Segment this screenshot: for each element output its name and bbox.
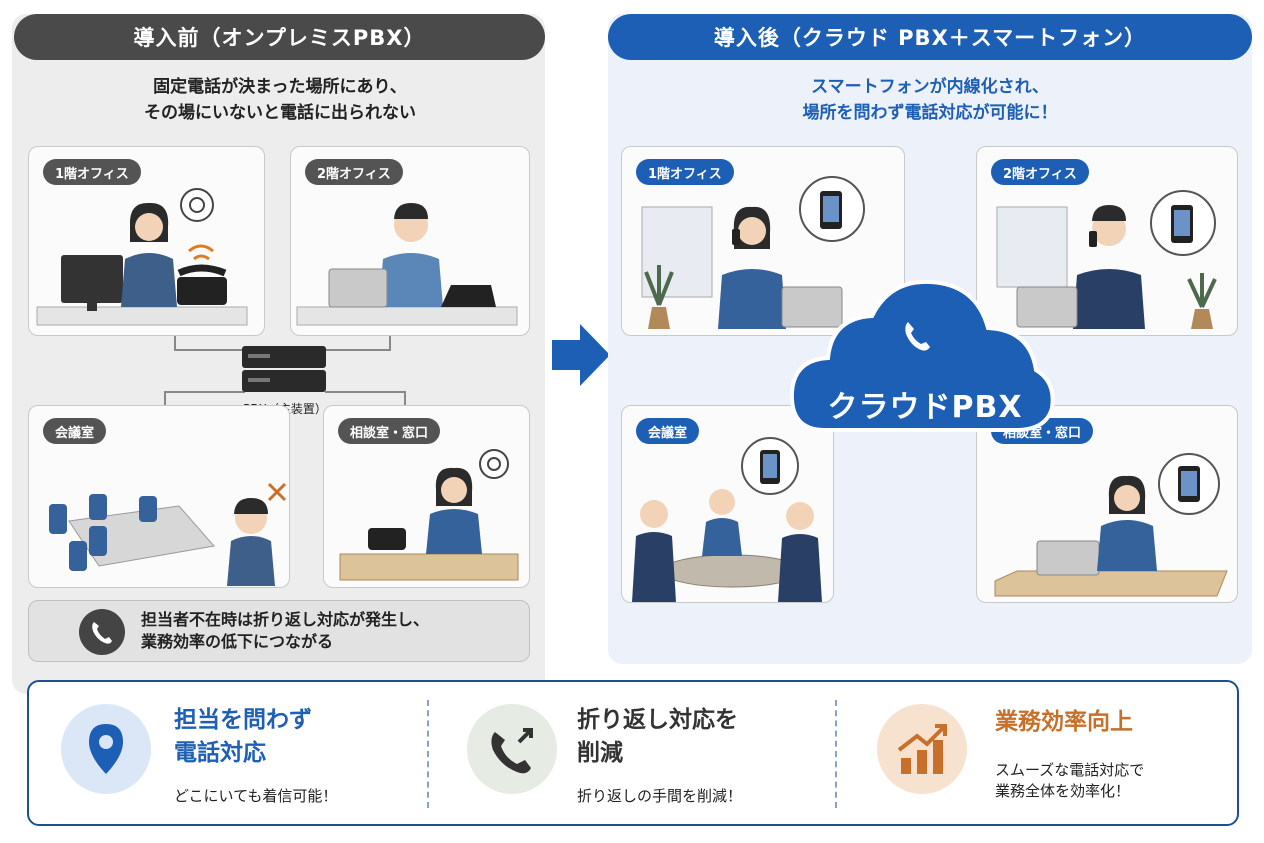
scene-tag: 会議室 [43,418,107,444]
pbx-device-illustration [242,346,326,392]
smartphone-worker-illustration [641,176,865,329]
after-subtitle: スマートフォンが内線化され、 場所を問わず電話対応が可能に！ [640,74,1220,126]
after-subtitle-line2: 場所を問わず電話対応が可能に！ [802,103,1058,123]
counter-worker-smartphone-illustration [994,453,1228,597]
scene-tag: 会議室 [636,418,700,444]
before-subtitle: 固定電話が決まった場所にあり、 その場にいないと電話に出られない [40,74,520,126]
benefits-bar: 担当を問わず 電話対応 どこにいても着信可能！ 折り返し対応を 削減 折り返しの… [27,680,1239,826]
before-subtitle-line1: 固定電話が決まった場所にあり、 [153,77,407,97]
after-scene-2f-office: 2階オフィス [976,146,1238,336]
benefit-title-line2: 削減 [577,740,623,766]
after-subtitle-line1: スマートフォンが内線化され、 [811,77,1049,97]
benefit-desc-3: スムーズな電話対応で 業務全体を効率化！ [995,760,1144,802]
before-scene-meeting-room: 会議室 [28,405,290,588]
counter-worker-illustration [339,449,519,581]
divider [835,700,837,808]
benefit-title-2: 折り返し対応を 削減 [577,704,738,770]
pbx-wiring [164,335,406,405]
callback-phone-icon [467,704,557,794]
benefit-title-1: 担当を問わず 電話対応 [174,704,312,770]
after-scene-meeting-room: 会議室 [621,405,834,603]
after-scene-consultation-counter: 相談室・窓口 [976,405,1238,603]
scene-tag: 1階オフィス [43,159,141,185]
scene-tag: 2階オフィス [305,159,403,185]
benefit-title-line1: 折り返し対応を [577,707,738,733]
benefit-desc-2: 折り返しの手間を削減！ [577,787,743,805]
before-scene-1f-office: 1階オフィス [28,146,265,336]
cloud-icon [789,279,1055,432]
after-scene-1f-office: 1階オフィス [621,146,905,336]
benefit-desc-1: どこにいても着信可能！ [174,787,338,805]
divider [427,700,429,808]
scene-tag: 1階オフィス [636,159,734,185]
before-subtitle-line2: その場にいないと電話に出られない [144,103,416,123]
benefit-title-line1: 担当を問わず [174,707,312,733]
growth-chart-icon [877,704,967,794]
location-pin-icon [61,704,151,794]
benefit-title-line2: 電話対応 [174,740,266,766]
before-scene-consultation-counter: 相談室・窓口 [323,405,530,588]
before-scene-2f-office: 2階オフィス [290,146,530,336]
benefit-title-3: 業務効率向上 [995,709,1133,735]
benefit-desc-line1: スムーズな電話対応で [995,761,1145,779]
before-problem-text: 担当者不在時は折り返し対応が発生し、 業務効率の低下につながる [141,609,521,653]
note-line2: 業務効率の低下につながる [141,632,334,651]
smartphone-worker-illustration [996,190,1217,329]
cloud-pbx-label: クラウドPBX [827,390,1023,425]
office-worker-laptop-illustration [296,203,518,326]
empty-meeting-room-illustration [49,482,287,586]
benefit-desc-line2: 業務全体を効率化！ [995,782,1131,800]
transition-arrow-icon [552,324,610,386]
note-line1: 担当者不在時は折り返し対応が発生し、 [141,610,430,629]
scene-tag: 2階オフィス [991,159,1089,185]
meeting-with-smartphone-illustration [632,437,822,602]
before-problem-note: 担当者不在時は折り返し対応が発生し、 業務効率の低下につながる [28,600,530,662]
scene-tag: 相談室・窓口 [338,418,441,444]
after-header: 導入後（クラウド PBX＋スマートフォン） [608,14,1252,60]
phone-icon [79,609,125,655]
office-worker-desk-illustration [36,188,248,326]
before-header: 導入前（オンプレミスPBX） [14,14,545,60]
